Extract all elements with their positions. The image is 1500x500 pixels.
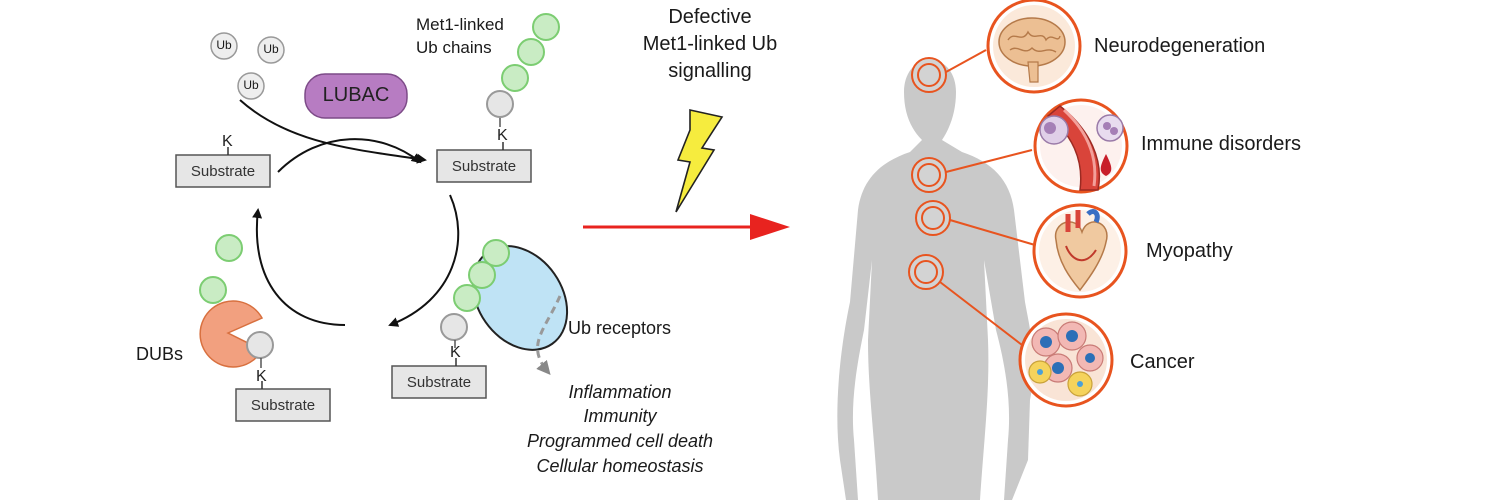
- k-label-dub: K: [256, 368, 267, 385]
- disease-label-neurodegeneration: Neurodegeneration: [1094, 35, 1266, 57]
- disease-label-immune-disorders: Immune disorders: [1141, 133, 1302, 155]
- cycle-arrows: [252, 138, 460, 327]
- ub-label-1: Ub: [216, 38, 232, 52]
- defect-heading-line2: Met1-linked Ub: [642, 33, 778, 55]
- heart-icon: [1032, 203, 1128, 299]
- substrate-boxes: [175, 149, 532, 422]
- defect-heading-line3: signalling: [668, 60, 752, 82]
- lysine-bonds: [227, 142, 504, 389]
- free-ub-molecules: [210, 32, 285, 100]
- ub-label-2: Ub: [263, 42, 279, 56]
- k-label-left: K: [222, 133, 233, 150]
- outcome-cellular-homeostasis: Cellular homeostasis: [536, 456, 704, 476]
- brain-icon: [986, 0, 1082, 94]
- lubac-label: LUBAC: [322, 84, 390, 106]
- dub-complex: [199, 234, 274, 368]
- cancer-cells-icon: [1018, 312, 1114, 408]
- ub-label-3: Ub: [243, 78, 259, 92]
- chains-label-line2: Ub chains: [416, 38, 492, 57]
- outcome-immunity: Immunity: [583, 406, 657, 426]
- blood-vessel-immune-cells-icon: [1033, 98, 1129, 194]
- disease-label-cancer: Cancer: [1130, 351, 1195, 373]
- outcome-inflammation: Inflammation: [568, 382, 672, 402]
- defect-to-disease-arrow: [583, 214, 790, 240]
- ub-receptors-label: Ub receptors: [568, 318, 672, 338]
- substrate-label-left: Substrate: [190, 163, 256, 180]
- chains-label-line1: Met1-linked: [416, 15, 504, 34]
- outcome-programmed-cell-death: Programmed cell death: [526, 431, 714, 451]
- dubs-label: DUBs: [136, 344, 184, 364]
- lightning-bolt-icon: [675, 109, 724, 213]
- defect-heading-line1: Defective: [668, 6, 752, 28]
- k-label-top: K: [497, 127, 508, 144]
- disease-connectors: [939, 49, 1036, 346]
- ub-receptor-complex: [440, 239, 569, 376]
- met1-chain-top: [486, 13, 560, 127]
- disease-label-myopathy: Myopathy: [1146, 240, 1233, 262]
- substrate-label-receptor: Substrate: [406, 374, 472, 391]
- k-label-receptor: K: [450, 344, 461, 361]
- body-site-markers: [908, 57, 951, 290]
- substrate-label-top: Substrate: [451, 158, 517, 175]
- substrate-label-dub: Substrate: [250, 397, 316, 414]
- lubac-enzyme: [304, 73, 408, 119]
